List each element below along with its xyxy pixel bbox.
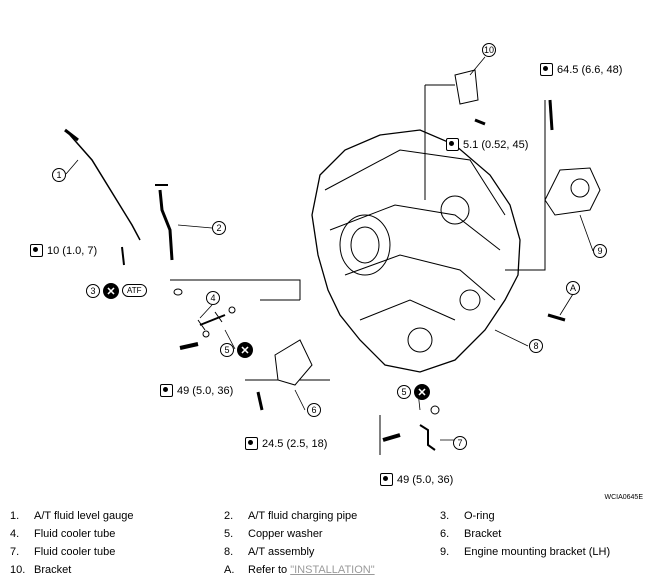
torque-wrench-icon [245, 437, 258, 450]
exploded-diagram: 64.5 (6.6, 48) 5.1 (0.52, 45) 10 (1.0, 7… [30, 43, 643, 501]
torque-49-lower: 49 (5.0, 36) [380, 473, 453, 486]
bracket-6-shape [274, 339, 313, 386]
legend-item: 3.O-ring [440, 510, 495, 522]
callout-9: 9 [593, 244, 607, 258]
torque-49-left: 49 (5.0, 36) [160, 384, 233, 397]
torque-64-5: 64.5 (6.6, 48) [540, 63, 622, 76]
callout-4: 4 [206, 291, 220, 305]
legend-item: 1.A/T fluid level gauge [10, 510, 134, 522]
legend-item: 2.A/T fluid charging pipe [224, 510, 358, 522]
legend-item: 8.A/T assembly [224, 546, 315, 558]
legend-item: 5.Copper washer [224, 528, 323, 540]
callout-a: A [566, 281, 580, 295]
torque-wrench-icon [160, 384, 173, 397]
callout-10: 10 [482, 43, 496, 57]
callout-7: 7 [453, 436, 467, 450]
callout-6: 6 [307, 403, 321, 417]
installation-link[interactable]: "INSTALLATION" [290, 564, 375, 576]
replace-icon: ✕ [414, 384, 430, 400]
torque-49-left-label: 49 (5.0, 36) [177, 384, 234, 397]
callout-5-lower: 5 [397, 385, 411, 399]
torque-10: 10 (1.0, 7) [30, 244, 97, 257]
torque-wrench-icon [540, 63, 553, 76]
legend-item: A.Refer to "INSTALLATION" [224, 564, 375, 576]
atf-badge: ATF [122, 284, 147, 297]
legend-item: 10.Bracket [10, 564, 72, 576]
callout-2: 2 [212, 221, 226, 235]
torque-49-lower-label: 49 (5.0, 36) [397, 473, 454, 486]
torque-wrench-icon [380, 473, 393, 486]
torque-64-5-label: 64.5 (6.6, 48) [557, 63, 623, 76]
bracket-10-shape [454, 69, 479, 105]
replace-icon: ✕ [237, 342, 253, 358]
legend-item: 9.Engine mounting bracket (LH) [440, 546, 611, 558]
torque-5-1-label: 5.1 (0.52, 45) [463, 138, 529, 151]
legend-item: 7.Fluid cooler tube [10, 546, 116, 558]
replace-icon: ✕ [103, 283, 119, 299]
torque-wrench-icon [30, 244, 43, 257]
legend-item: 6.Bracket [440, 528, 502, 540]
torque-24-5: 24.5 (2.5, 18) [245, 437, 327, 450]
torque-10-label: 10 (1.0, 7) [47, 244, 98, 257]
mount-bracket-shape [544, 167, 601, 216]
callout-5-left: 5 [220, 343, 234, 357]
at-assembly-shape [311, 129, 521, 373]
torque-wrench-icon [446, 138, 459, 151]
diagram-drawing [64, 56, 601, 455]
callout-1: 1 [52, 168, 66, 182]
callout-3: 3 [86, 284, 100, 298]
torque-5-1: 5.1 (0.52, 45) [446, 138, 528, 151]
legend-item: 4.Fluid cooler tube [10, 528, 116, 540]
drawing-code: WCIA0645E [604, 494, 643, 501]
torque-24-5-label: 24.5 (2.5, 18) [262, 437, 328, 450]
callout-8: 8 [529, 339, 543, 353]
